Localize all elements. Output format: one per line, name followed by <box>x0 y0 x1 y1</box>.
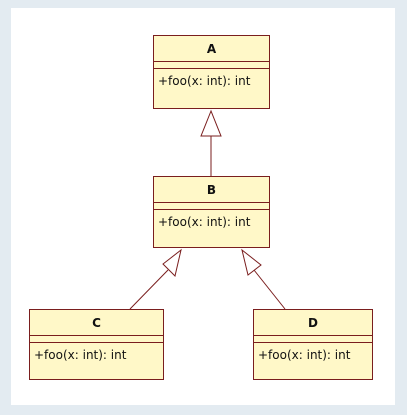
inheritance-arrowhead-icon <box>162 248 182 277</box>
class-d-name: D <box>254 310 372 336</box>
class-d-box[interactable]: D +foo(x: int): int <box>253 309 373 380</box>
class-d-operation: +foo(x: int): int <box>258 348 351 362</box>
generalization-c-to-b[interactable] <box>129 248 182 310</box>
class-c-attributes <box>30 336 163 343</box>
inheritance-arrowhead-icon <box>241 248 262 276</box>
class-b-name: B <box>154 177 269 203</box>
class-c-operation: +foo(x: int): int <box>34 348 127 362</box>
class-a-operation: +foo(x: int): int <box>158 74 251 88</box>
class-c-name: C <box>30 310 163 336</box>
class-b-operation: +foo(x: int): int <box>158 215 251 229</box>
class-c-box[interactable]: C +foo(x: int): int <box>29 309 164 380</box>
generalization-b-to-a[interactable] <box>200 109 222 176</box>
inheritance-arrowhead-icon <box>200 109 222 137</box>
generalization-d-to-b[interactable] <box>241 248 286 310</box>
class-b-attributes <box>154 203 269 210</box>
class-a-box[interactable]: A +foo(x: int): int <box>153 35 270 109</box>
class-b-box[interactable]: B +foo(x: int): int <box>153 176 270 248</box>
class-d-attributes <box>254 336 372 343</box>
class-a-name: A <box>154 36 269 62</box>
class-a-attributes <box>154 62 269 69</box>
